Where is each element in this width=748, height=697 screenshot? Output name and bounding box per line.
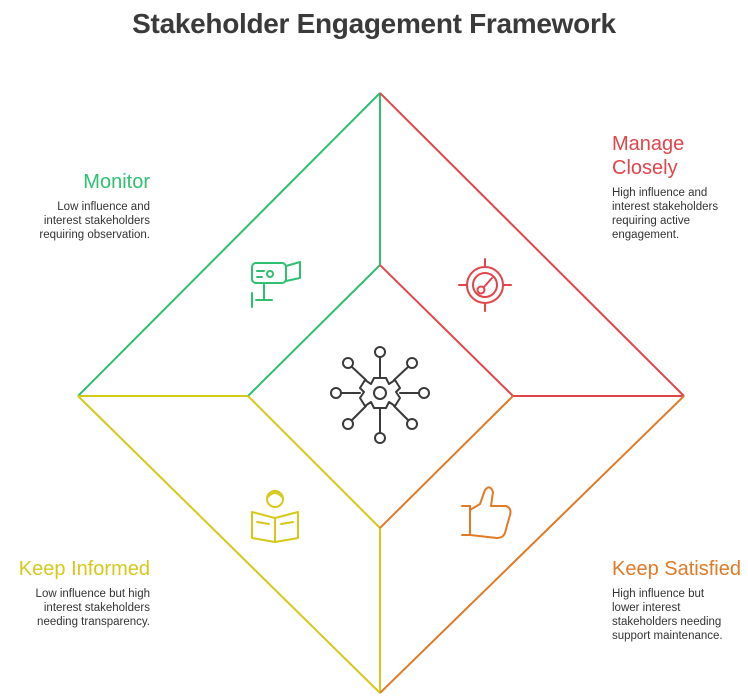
manage-label: Manage Closely High influence and intere…	[612, 132, 718, 242]
target-icon	[458, 258, 512, 312]
monitor-label: Monitor Low influence and interest stake…	[39, 170, 150, 242]
network-gear-icon	[330, 346, 430, 444]
informed-label: Keep Informed Low influence but high int…	[19, 557, 150, 629]
informed-description: Low influence but high interest stakehol…	[35, 588, 150, 628]
satisfied-description: High influence but lower interest stakeh…	[612, 588, 723, 642]
manage-description: High influence and interest stakeholders…	[612, 187, 719, 241]
satisfied-label: Keep Satisfied High influence but lower …	[612, 557, 741, 643]
security-camera-icon	[251, 261, 301, 308]
monitor-quadrant	[77, 92, 381, 397]
informed-title: Keep Informed	[18, 558, 150, 580]
monitor-title: Monitor	[83, 171, 150, 193]
manage-title: Manage Closely	[612, 133, 685, 179]
reading-person-icon	[251, 490, 299, 543]
monitor-description: Low influence and interest stakeholders …	[39, 201, 150, 241]
manage-quadrant	[379, 92, 685, 397]
page-title: Stakeholder Engagement Framework	[132, 8, 616, 39]
satisfied-title: Keep Satisfied	[612, 558, 741, 580]
thumbs-up-icon	[461, 486, 512, 539]
informed-quadrant	[77, 395, 381, 694]
satisfied-quadrant	[379, 395, 685, 694]
